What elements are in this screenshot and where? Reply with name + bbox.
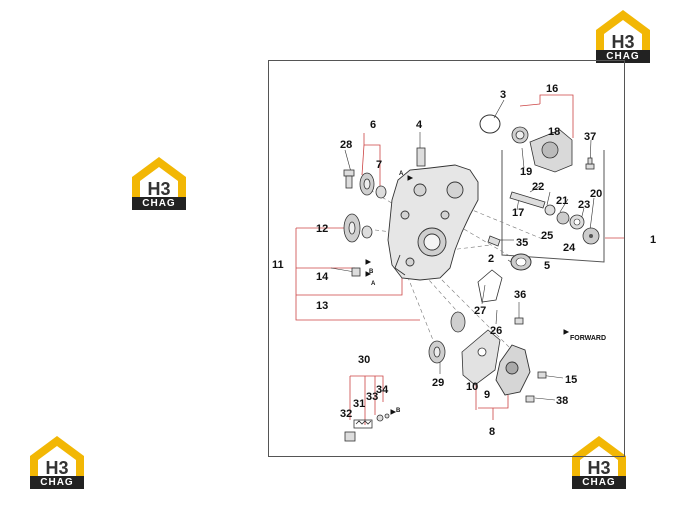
part-15-bolt — [537, 371, 547, 379]
callout-10: 10 — [466, 381, 478, 393]
part-oil-pump-cover — [495, 344, 531, 396]
part-31-spring — [353, 419, 373, 429]
part-37-bolt — [585, 157, 595, 170]
callout-14: 14 — [316, 271, 329, 283]
part-33-ball — [376, 414, 384, 422]
part-gear-upper — [450, 311, 466, 333]
forward-label: FORWARD — [570, 335, 606, 342]
callout-23: 23 — [578, 199, 590, 211]
callout-38: 38 — [556, 395, 568, 407]
marker-a-top: A — [399, 171, 404, 177]
part-29-gear — [428, 340, 446, 364]
callout-32: 32 — [340, 408, 352, 420]
callout-22: 22 — [532, 181, 544, 193]
callout-31: 31 — [353, 398, 365, 410]
brand-logo-top-right: H3 CHAG — [592, 8, 654, 70]
pump-subassembly-frame — [501, 150, 605, 263]
callout-19: 19 — [520, 166, 532, 178]
callout-33: 33 — [366, 391, 378, 403]
callout-1: 1 — [650, 234, 656, 246]
part-16-pump-body — [511, 126, 573, 173]
callout-28: 28 — [340, 139, 352, 151]
part-14-plug — [351, 267, 361, 277]
part-4-pin — [416, 147, 426, 167]
logo-letters: H3 — [45, 458, 68, 478]
part-26-plate — [461, 329, 501, 386]
callout-34: 34 — [376, 384, 389, 396]
part-5-oil-seal-inner — [515, 257, 527, 267]
callout-7: 7 — [376, 159, 382, 171]
part-25-rotor — [556, 211, 570, 225]
part-36-bolt — [514, 317, 524, 325]
callout-13: 13 — [316, 300, 328, 312]
callout-37: 37 — [584, 131, 596, 143]
logo-house-icon: H3 — [30, 436, 84, 478]
callout-27: 27 — [474, 305, 486, 317]
callout-20: 20 — [590, 188, 602, 200]
part-34-washer — [384, 413, 390, 419]
part-12-gear — [343, 213, 361, 243]
part-24-seal-inner — [573, 218, 581, 226]
callout-17: 17 — [512, 207, 524, 219]
logo-caption: CHAG — [132, 197, 186, 210]
part-35-bolt — [487, 235, 501, 247]
callout-24: 24 — [563, 242, 576, 254]
logo-house-icon: H3 — [596, 10, 650, 52]
marker-b-left: B — [369, 269, 374, 275]
part-28-bolt — [343, 169, 355, 189]
callout-11: 11 — [272, 259, 284, 271]
callout-12: 12 — [316, 223, 328, 235]
callout-29: 29 — [432, 377, 444, 389]
callout-15: 15 — [565, 374, 577, 386]
part-6-gear — [359, 172, 375, 196]
part-21-ring — [544, 204, 556, 216]
brand-logo-left: H3 CHAG — [128, 155, 190, 217]
callout-2: 2 — [488, 253, 494, 265]
logo-caption: CHAG — [596, 50, 650, 63]
direction-markers — [365, 175, 570, 415]
diagram-frame — [268, 60, 625, 457]
callout-16: 16 — [546, 83, 558, 95]
callout-9: 9 — [484, 389, 490, 401]
callout-5: 5 — [544, 260, 550, 272]
callout-21: 21 — [556, 195, 568, 207]
part-17-shaft — [509, 191, 546, 209]
callout-labels: 1 2 3 4 5 6 7 8 9 10 11 12 13 14 15 16 1… — [272, 83, 656, 438]
callout-4: 4 — [416, 119, 423, 131]
part-7-bushing — [375, 185, 387, 199]
marker-b-bottom: B — [396, 408, 401, 414]
view-markers: A A B B — [369, 171, 404, 414]
logo-letters: H3 — [147, 179, 170, 199]
part-20-hole — [589, 234, 593, 238]
callout-26: 26 — [490, 325, 502, 337]
logo-caption: CHAG — [30, 476, 84, 489]
callout-brackets — [295, 94, 624, 425]
callout-36: 36 — [514, 289, 526, 301]
marker-a-lower: A — [371, 281, 376, 287]
logo-house-icon: H3 — [132, 157, 186, 199]
callout-30: 30 — [358, 354, 370, 366]
timing-cover-housing — [387, 164, 479, 281]
part-12-bushing — [361, 225, 373, 239]
logo-letters: H3 — [611, 32, 634, 52]
part-38-bolt — [525, 395, 535, 403]
logo-caption: CHAG — [572, 476, 626, 489]
callout-8: 8 — [489, 426, 495, 438]
part-32-plug — [344, 431, 356, 442]
callout-3: 3 — [500, 89, 506, 101]
part-27-gasket — [477, 269, 503, 303]
part-3-o-ring — [479, 114, 501, 134]
callout-18: 18 — [548, 126, 560, 138]
logo-letters: H3 — [587, 458, 610, 478]
callout-6: 6 — [370, 119, 376, 131]
callout-25: 25 — [541, 230, 553, 242]
callout-35: 35 — [516, 237, 528, 249]
brand-logo-bottom-left: H3 CHAG — [26, 434, 88, 496]
